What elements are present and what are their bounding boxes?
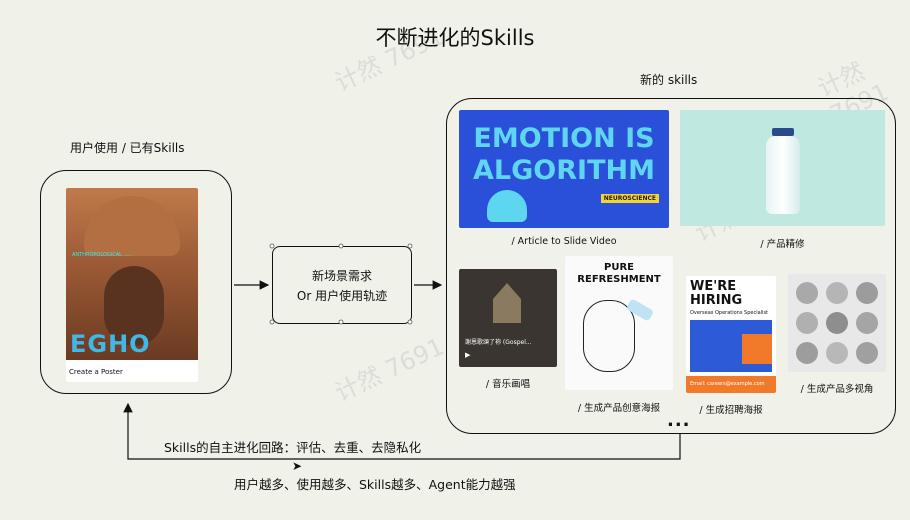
music-video-thumbnail[interactable]: 謝恩歌頌了祢 (Gospel... ▶	[459, 269, 557, 367]
card-caption: / 产品精修	[760, 239, 805, 250]
hiring-subtitle: Overseas Operations Specialist	[690, 310, 769, 316]
hiring-footer: Email: careers@example.com	[686, 376, 776, 393]
bottle-cap-icon	[772, 128, 794, 136]
hiring-email: Email: careers@example.com	[690, 381, 765, 387]
song-title: 謝恩歌頌了祢 (Gospel...	[465, 339, 532, 346]
article-to-video-thumbnail[interactable]: EMOTION IS ALGORITHM NEUROSCIENCE	[459, 110, 669, 228]
hiring-headline-1: WE'RE	[690, 279, 737, 294]
creative-poster-thumbnail[interactable]: PURE REFRESHMENT	[565, 256, 673, 390]
requirement-line2: Or 用户使用轨迹	[296, 289, 388, 303]
existing-skills-box	[40, 170, 232, 394]
right-heading: 新的 skills	[640, 73, 698, 87]
card-caption: / 生成产品创意海报	[577, 403, 661, 414]
cartoon-figure-icon	[583, 300, 635, 372]
poster-brand: EGHO	[70, 330, 151, 358]
hiring-blue-block	[690, 320, 772, 372]
more-ellipsis: ...	[667, 410, 691, 431]
poster-thumbnail[interactable]: ANTHROPOLOGICAL ...... EGHO Create a Pos…	[66, 188, 198, 382]
cursor-icon: ➤	[292, 459, 303, 473]
water-bottle-icon	[766, 136, 800, 214]
church-icon	[493, 283, 521, 323]
brain-heart-icon	[487, 190, 527, 222]
evolution-loop-text: Skills的自主进化回路：评估、去重、去隐私化	[160, 437, 426, 456]
requirement-line1: 新场景需求	[311, 269, 372, 283]
product-retouch-thumbnail[interactable]	[680, 110, 885, 226]
badge: NEUROSCIENCE	[600, 194, 659, 203]
new-skills-box	[446, 98, 896, 434]
flywheel-text: 用户越多、使用越多、Skills越多、Agent能力越强	[234, 477, 516, 492]
poster-caption: Create a Poster	[69, 368, 123, 376]
hiring-orange-block	[742, 334, 772, 364]
poster-headline-1: PURE	[604, 262, 634, 273]
hiring-poster-thumbnail[interactable]: WE'RE HIRING Overseas Operations Special…	[686, 276, 776, 393]
card-caption: / 生成产品多视角	[800, 384, 874, 395]
multi-view-thumbnail[interactable]	[788, 274, 886, 372]
poster-headline-2: REFRESHMENT	[577, 274, 661, 285]
play-icon: ▶	[465, 351, 471, 359]
card-caption: / 生成招聘海报	[699, 405, 763, 416]
hiring-headline-2: HIRING	[690, 293, 743, 308]
card-caption: / 音乐画唱	[485, 379, 531, 390]
card-caption: / Article to Slide Video	[511, 236, 617, 247]
thumb-headline-1: EMOTION IS	[473, 123, 655, 154]
thumb-headline-2: ALGORITHM	[473, 155, 655, 186]
left-heading: 用户使用 / 已有Skills	[70, 141, 185, 155]
poster-small-text: ANTHROPOLOGICAL ......	[72, 252, 134, 258]
page-title: 不断进化的Skills	[375, 26, 535, 50]
